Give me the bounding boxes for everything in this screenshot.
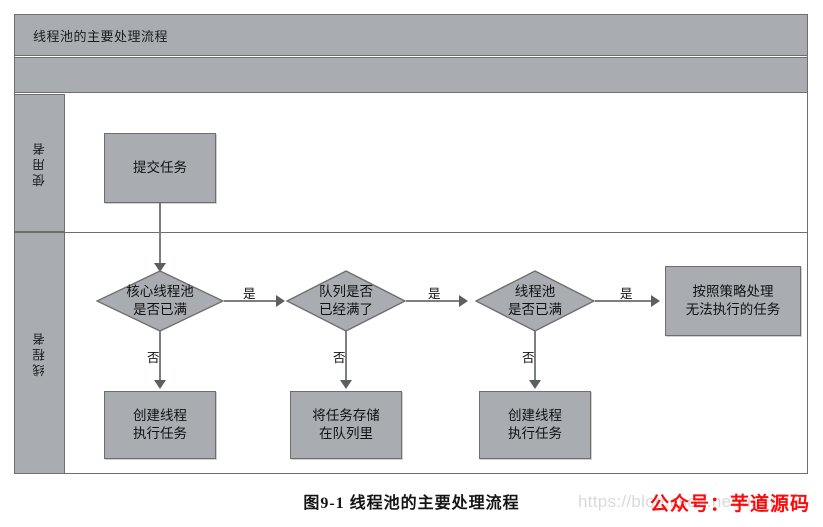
node-submit-task: 提交任务 xyxy=(104,133,216,203)
node-reject-policy-line1: 按照策略处理 xyxy=(692,283,774,299)
edge-core-to-queue-label: 是 xyxy=(243,287,256,301)
diagram-title-bar: 线程池的主要处理流程 xyxy=(14,14,808,56)
edge-queue-to-store-arrow xyxy=(340,380,352,389)
edge-core-to-create1-arrow xyxy=(154,380,166,389)
swimlane-label-user: 使用者 xyxy=(14,94,65,232)
diamond-shape-queue xyxy=(286,270,406,332)
node-store-in-queue-line2: 在队列里 xyxy=(319,426,373,441)
edge-queue-to-store-line xyxy=(345,331,347,383)
node-create-thread-2: 创建线程 执行任务 xyxy=(479,391,591,459)
edge-queue-to-store-label: 否 xyxy=(333,351,346,365)
figure-caption: 图9-1 线程池的主要处理流程 xyxy=(303,495,520,512)
edge-queue-to-pool-label: 是 xyxy=(428,287,441,301)
edge-core-to-create1-line xyxy=(159,331,161,383)
watermark-url: https://blog.csdn.net/user xyxy=(578,492,776,511)
swimlane-label-user-text: 使用者 xyxy=(33,139,47,187)
node-store-in-queue: 将任务存储 在队列里 xyxy=(290,391,402,459)
edge-core-to-queue-arrow xyxy=(276,295,285,307)
diamond-shape-pool xyxy=(475,270,595,332)
edge-pool-to-reject-line xyxy=(595,300,653,302)
swimlane-divider xyxy=(65,232,808,233)
diagram-subheader-band xyxy=(14,57,808,93)
edge-submit-to-core-arrow xyxy=(154,263,166,272)
node-reject-policy-line2: 无法执行的任务 xyxy=(685,302,781,317)
swimlane-label-thread: 线程者 xyxy=(14,232,65,474)
edge-core-to-create1-label: 否 xyxy=(147,351,160,365)
edge-queue-to-pool-line xyxy=(406,300,461,302)
node-create-thread-2-line1: 创建线程 xyxy=(508,407,562,423)
node-pool-full: 线程池 是否已满 xyxy=(475,270,595,332)
edge-queue-to-pool-arrow xyxy=(459,295,468,307)
node-reject-policy: 按照策略处理 无法执行的任务 xyxy=(665,266,801,336)
edge-pool-to-create2-arrow xyxy=(529,380,541,389)
node-create-thread-1-line1: 创建线程 xyxy=(133,407,187,423)
edge-pool-to-create2-line xyxy=(534,331,536,383)
diamond-shape-core xyxy=(96,270,224,332)
node-store-in-queue-line1: 将任务存储 xyxy=(312,407,380,423)
node-queue-full: 队列是否 已经满了 xyxy=(286,270,406,332)
edge-submit-to-core-line xyxy=(159,203,161,265)
node-core-pool-full: 核心线程池 是否已满 xyxy=(96,270,224,332)
edge-pool-to-reject-arrow xyxy=(651,295,660,307)
edge-pool-to-reject-label: 是 xyxy=(620,287,633,301)
node-create-thread-2-line2: 执行任务 xyxy=(508,426,562,441)
edge-core-to-queue-line xyxy=(224,300,278,302)
node-submit-task-line1: 提交任务 xyxy=(133,159,187,175)
swimlane-label-thread-text: 线程者 xyxy=(33,329,47,377)
watermark-wechat: 公众号：芋道源码 xyxy=(650,494,811,515)
edge-pool-to-create2-label: 否 xyxy=(522,351,535,365)
diagram-title: 线程池的主要处理流程 xyxy=(33,28,169,44)
node-create-thread-1-line2: 执行任务 xyxy=(133,426,187,441)
node-create-thread-1: 创建线程 执行任务 xyxy=(104,391,216,459)
